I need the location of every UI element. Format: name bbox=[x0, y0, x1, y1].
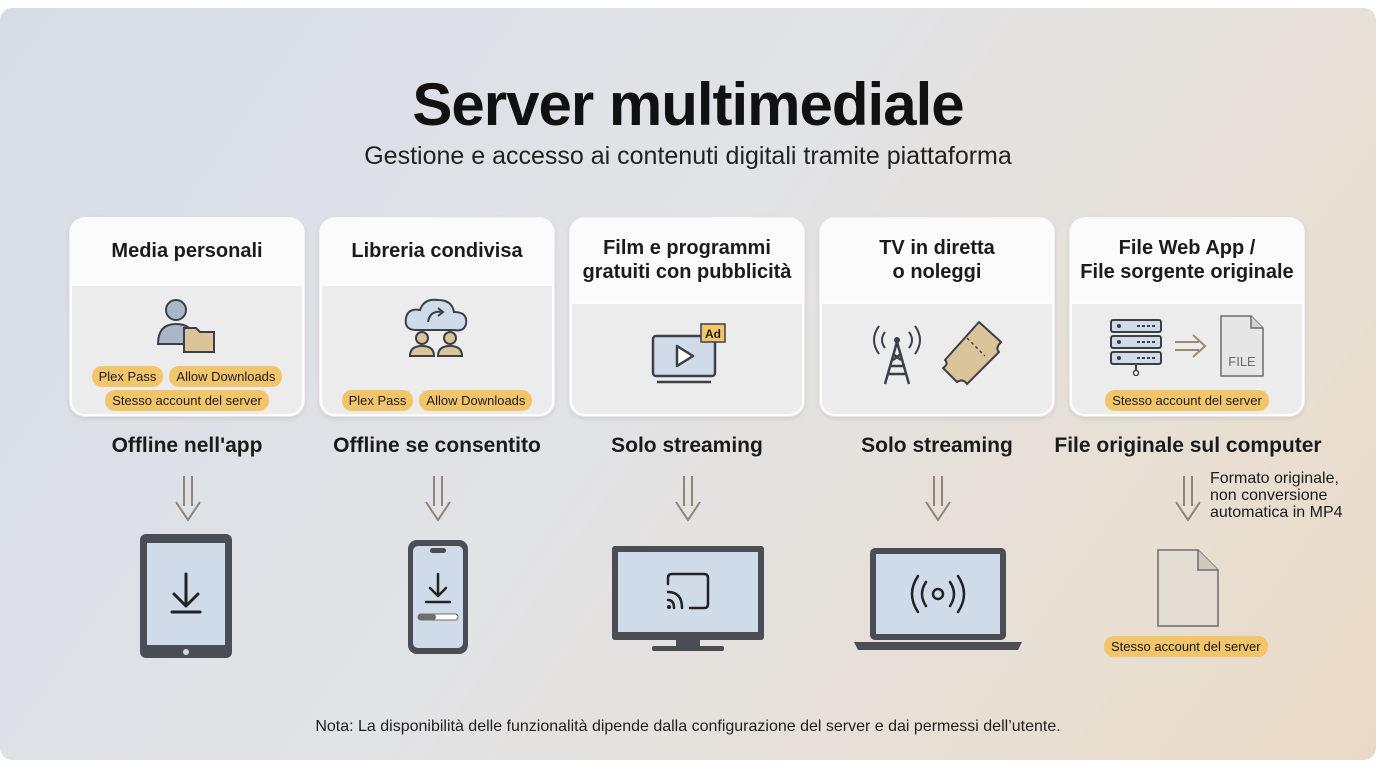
outcome-label: Solo streaming bbox=[861, 434, 1013, 457]
card-body: Plex Pass Allow Downloads Stesso account… bbox=[72, 286, 302, 414]
card-body: Ad bbox=[572, 304, 802, 414]
tablet-download-icon bbox=[140, 534, 232, 658]
page-title: Server multimediale bbox=[412, 71, 964, 138]
antenna-icon bbox=[873, 325, 921, 385]
file-label: FILE bbox=[1228, 354, 1256, 369]
card-title: TV in diretta o noleggi bbox=[820, 218, 1054, 302]
card-title: Libreria condivisa bbox=[320, 218, 554, 284]
side-note: Formato originale, non conversione autom… bbox=[1210, 470, 1343, 521]
outcome-label: File originale sul computer bbox=[1054, 434, 1322, 457]
card-body: Plex Pass Allow Downloads bbox=[322, 286, 552, 414]
tv-cast-icon bbox=[612, 546, 764, 651]
card-title: File Web App / File sorgente originale bbox=[1070, 218, 1304, 302]
badge-row: Stesso account del server bbox=[72, 390, 302, 411]
badge-plex-pass: Plex Pass bbox=[341, 390, 414, 411]
cloud-share-icon bbox=[322, 296, 552, 362]
card-title: Film e programmi gratuiti con pubblicità bbox=[570, 218, 804, 302]
page-subtitle: Gestione e accesso ai contenuti digitali… bbox=[364, 142, 1012, 170]
badge-same-account: Stesso account del server bbox=[1104, 636, 1268, 657]
outcome-label: Solo streaming bbox=[611, 434, 763, 457]
badge-allow-downloads: Allow Downloads bbox=[419, 390, 533, 411]
down-arrow-icon bbox=[425, 476, 451, 522]
arrow-right-icon bbox=[1175, 334, 1207, 358]
phone-download-icon bbox=[408, 540, 468, 654]
badge-same-account: Stesso account del server bbox=[105, 390, 269, 411]
card-body bbox=[822, 304, 1052, 414]
down-arrow-icon bbox=[675, 476, 701, 522]
badge-row: Plex Pass Allow Downloads bbox=[72, 366, 302, 387]
badge-same-account: Stesso account del server bbox=[1105, 390, 1269, 411]
card-file-web-app: File Web App / File sorgente originale bbox=[1070, 218, 1304, 416]
diagram-canvas: Server multimediale Gestione e accesso a… bbox=[0, 8, 1376, 760]
card-tv-diretta: TV in diretta o noleggi bbox=[820, 218, 1054, 416]
server-to-file-icons: FILE bbox=[1072, 314, 1302, 378]
badge-row: Plex Pass Allow Downloads bbox=[322, 390, 552, 411]
outcome-label: Offline se consentito bbox=[333, 434, 541, 457]
badge-allow-downloads: Allow Downloads bbox=[169, 366, 283, 387]
server-icon bbox=[1110, 319, 1162, 376]
ticket-icon bbox=[942, 321, 1002, 385]
outcome-label: Offline nell'app bbox=[111, 434, 263, 457]
footer-note: Nota: La disponibilità delle funzionalit… bbox=[315, 718, 1061, 735]
down-arrow-icon bbox=[925, 476, 951, 522]
down-arrow-icon bbox=[175, 476, 201, 522]
card-media-personali: Media personali Plex Pass Allow Download… bbox=[70, 218, 304, 416]
card-libreria-condivisa: Libreria condivisa Plex Pass Allow Downl… bbox=[320, 218, 554, 416]
badge-plex-pass: Plex Pass bbox=[91, 366, 164, 387]
badge-row: Stesso account del server bbox=[1072, 390, 1302, 411]
user-folder-icon bbox=[72, 294, 302, 356]
card-film-gratuiti: Film e programmi gratuiti con pubblicità… bbox=[570, 218, 804, 416]
card-title: Media personali bbox=[70, 218, 304, 284]
file-icon: FILE bbox=[1220, 315, 1264, 377]
laptop-broadcast-icon bbox=[854, 548, 1022, 650]
video-ad-icon: Ad bbox=[572, 322, 802, 386]
file-document-icon bbox=[1157, 549, 1219, 627]
down-arrow-icon bbox=[1175, 476, 1201, 522]
antenna-ticket-icons bbox=[822, 316, 1052, 388]
ad-label: Ad bbox=[705, 327, 721, 341]
card-body: FILE Stesso account del server bbox=[1072, 304, 1302, 414]
